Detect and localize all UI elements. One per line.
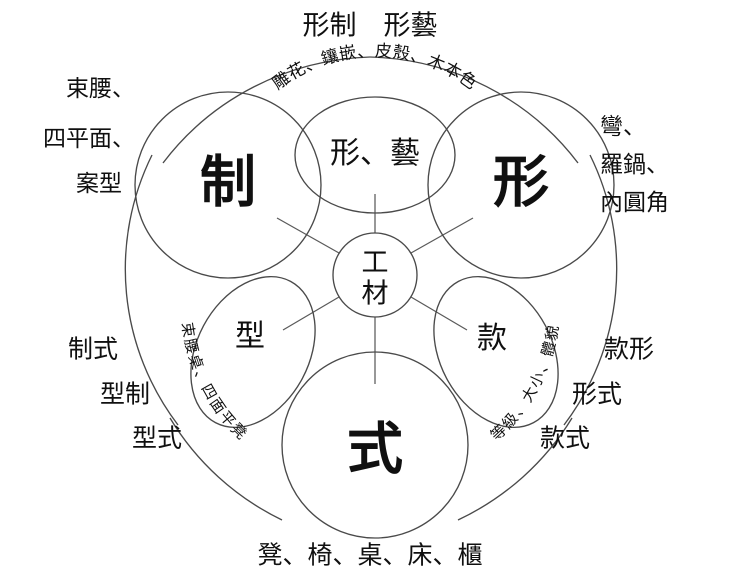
core-circle-shi xyxy=(281,351,469,539)
mid-label-xing-type: 型 xyxy=(235,319,265,354)
core-circle-xing xyxy=(427,91,615,279)
pair-label-lower-right-2: 形式 xyxy=(572,380,622,409)
core-label-xing: 形 xyxy=(493,150,549,216)
spoke-upper-left xyxy=(276,217,340,254)
pair-label-lower-left-1: 制式 xyxy=(68,335,118,364)
pair-label-lower-right-1: 款形 xyxy=(604,335,654,364)
pair-label-lower-left-2: 型制 xyxy=(100,380,150,409)
spoke-group xyxy=(276,194,474,384)
spoke-lower-right xyxy=(410,296,468,331)
core-label-zhi: 制 xyxy=(200,150,256,216)
side-label-upper-right-1: 彎、 xyxy=(600,114,646,140)
outer-arc-top-right xyxy=(369,56,579,164)
diagram-title: 形制 形藝 xyxy=(303,11,438,42)
outer-arc-bottom-left xyxy=(169,417,283,521)
core-label-shi: 式 xyxy=(347,417,403,483)
mid-ellipse-kuan xyxy=(433,275,559,429)
outer-arc-right xyxy=(563,154,618,426)
spoke-upper-right xyxy=(410,217,474,254)
center-circle-gong-cai xyxy=(332,232,418,318)
outer-arc-group xyxy=(124,56,618,521)
mid-ellipse-xing-yi xyxy=(294,96,456,214)
diagram-caption: 凳、椅、桌、床、櫃 xyxy=(257,541,482,570)
outer-arc-left xyxy=(124,154,179,426)
mid-label-kuan: 款 xyxy=(477,321,507,356)
spoke-lower-left xyxy=(282,296,340,331)
side-label-upper-right-2: 羅鍋、 xyxy=(600,152,669,178)
outer-arc-top-left xyxy=(162,56,371,164)
core-circle-zhi xyxy=(134,91,322,279)
center-label-cai: 材 xyxy=(362,279,389,310)
side-label-upper-right-3: 內圓角 xyxy=(600,190,669,216)
mid-ellipse-xing-type xyxy=(190,275,316,429)
mid-label-xing-yi: 形、藝 xyxy=(330,136,420,171)
outer-arc-bottom-right xyxy=(457,417,573,521)
center-label-gong: 工 xyxy=(362,248,389,279)
side-label-upper-left-2: 四平面、 xyxy=(43,126,135,152)
pair-label-lower-right-3: 款式 xyxy=(540,424,590,453)
arc-label-top: 雕花、鑲嵌、皮殼、木本色 xyxy=(269,41,482,94)
pair-label-lower-left-3: 型式 xyxy=(132,424,182,453)
side-label-upper-left-3: 案型 xyxy=(76,171,122,197)
side-label-upper-left-1: 束腰、 xyxy=(66,76,135,102)
